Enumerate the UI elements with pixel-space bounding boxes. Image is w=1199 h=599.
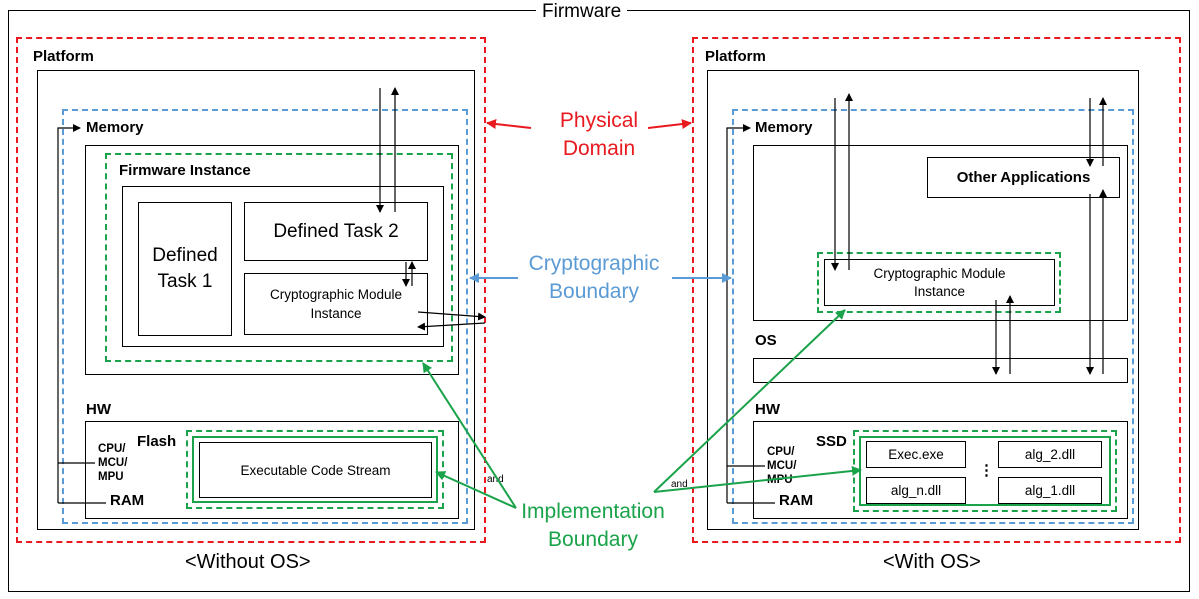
implementation-boundary-legend: Implementation Boundary — [498, 498, 688, 554]
right-os-box — [753, 358, 1128, 383]
right-impl-boundary-memory — [817, 252, 1061, 313]
right-arrows — [726, 93, 1107, 504]
left-platform-label: Platform — [33, 48, 94, 65]
right-other-apps-label: Other Applications — [956, 169, 1091, 186]
left-code-stream-label: Executable Code Stream — [240, 462, 391, 478]
right-file-alg2: alg_2.dll — [998, 441, 1102, 468]
right-cpu-line1: CPU/ — [767, 446, 795, 458]
right-ram-label: RAM — [779, 492, 814, 509]
right-crypto-line1: Cryptographic Module — [873, 265, 1006, 281]
left-physical-domain — [16, 37, 486, 543]
right-file-alg1-label: alg_1.dll — [1024, 483, 1076, 498]
right-ssd-label: SSD — [816, 433, 847, 450]
left-task1-line2: Task 1 — [157, 271, 213, 292]
left-cpu-line1: CPU/ — [98, 443, 126, 455]
left-impl-boundary-memory — [105, 153, 453, 362]
left-arrows — [57, 87, 486, 504]
implementation-boundary-line1: Implementation — [521, 500, 665, 523]
left-crypto-line2: Instance — [310, 306, 362, 321]
left-crypto-module-instance: Cryptographic Module Instance — [244, 273, 428, 335]
left-crypto-line1: Cryptographic Module — [269, 287, 403, 302]
impl-pointer-right-memory — [653, 309, 846, 493]
right-crypto-line2: Instance — [913, 283, 966, 299]
left-ram-to-memory-arrow — [57, 124, 81, 503]
right-crypto-module-instance: Cryptographic Module Instance — [824, 259, 1055, 306]
implementation-boundary-line2: Boundary — [548, 528, 638, 551]
left-firmware-instance-label: Firmware Instance — [119, 162, 251, 179]
left-flash-label: Flash — [137, 433, 177, 450]
right-cpu-line2: MCU/ — [767, 460, 797, 472]
left-crypto-boundary — [62, 109, 468, 524]
left-and-label: and — [487, 474, 504, 485]
crypto-boundary-line2: Boundary — [549, 280, 639, 303]
left-hw-label: HW — [86, 401, 111, 418]
impl-pointer-right-ssd — [653, 465, 862, 493]
left-task2-label: Defined Task 2 — [273, 220, 399, 242]
left-arrow-crypto-in — [417, 322, 486, 331]
left-caption: <Without OS> — [185, 551, 311, 573]
left-task1-line1: Defined — [152, 245, 218, 266]
right-file-ellipsis: ⋮ — [979, 462, 994, 479]
firmware-title: Firmware — [536, 1, 628, 23]
right-file-algn: alg_n.dll — [866, 477, 966, 504]
impl-pointer-left-memory — [422, 362, 517, 509]
right-file-alg2-label: alg_2.dll — [1024, 447, 1076, 462]
physical-domain-line1: Physical — [559, 109, 639, 132]
left-impl-boundary-flash-inner — [192, 436, 438, 503]
left-cpu-line3: MPU — [98, 471, 124, 483]
physical-domain-legend: Physical Domain — [534, 107, 664, 163]
physical-domain-pointers — [486, 119, 692, 130]
right-and-label: and — [671, 479, 688, 490]
right-caption: <With OS> — [883, 551, 981, 573]
right-platform-label: Platform — [705, 48, 766, 65]
physical-pointer-left — [486, 119, 532, 129]
left-ram-label: RAM — [110, 492, 145, 509]
implementation-boundary-pointers — [422, 309, 862, 509]
right-file-algn-label: alg_n.dll — [890, 483, 942, 498]
left-impl-boundary-flash-outer — [186, 430, 444, 509]
right-hw-label: HW — [755, 401, 780, 418]
left-defined-task-1: Defined Task 1 — [138, 202, 232, 336]
right-ram-to-memory-arrow — [726, 124, 751, 503]
right-physical-domain — [692, 37, 1181, 543]
left-cpu-line2: MCU/ — [98, 457, 128, 469]
left-memory-label: Memory — [86, 119, 144, 136]
right-memory-label: Memory — [755, 119, 813, 136]
impl-pointer-left-flash — [435, 471, 517, 509]
right-os-label: OS — [755, 332, 777, 349]
left-arrow-crypto-out — [417, 311, 486, 321]
physical-pointer-right — [647, 119, 692, 130]
left-defined-task-2: Defined Task 2 — [244, 202, 428, 261]
right-file-exec-label: Exec.exe — [888, 447, 944, 462]
right-crypto-boundary — [732, 109, 1134, 524]
crypto-boundary-legend: Cryptographic Boundary — [504, 250, 684, 306]
crypto-boundary-line1: Cryptographic — [528, 252, 660, 275]
physical-domain-line2: Domain — [562, 137, 636, 160]
left-executable-code-stream: Executable Code Stream — [199, 442, 432, 498]
right-file-exec: Exec.exe — [866, 441, 966, 468]
right-file-alg1: alg_1.dll — [998, 477, 1102, 504]
left-cpu-label: CPU/ MCU/ MPU — [98, 442, 127, 484]
